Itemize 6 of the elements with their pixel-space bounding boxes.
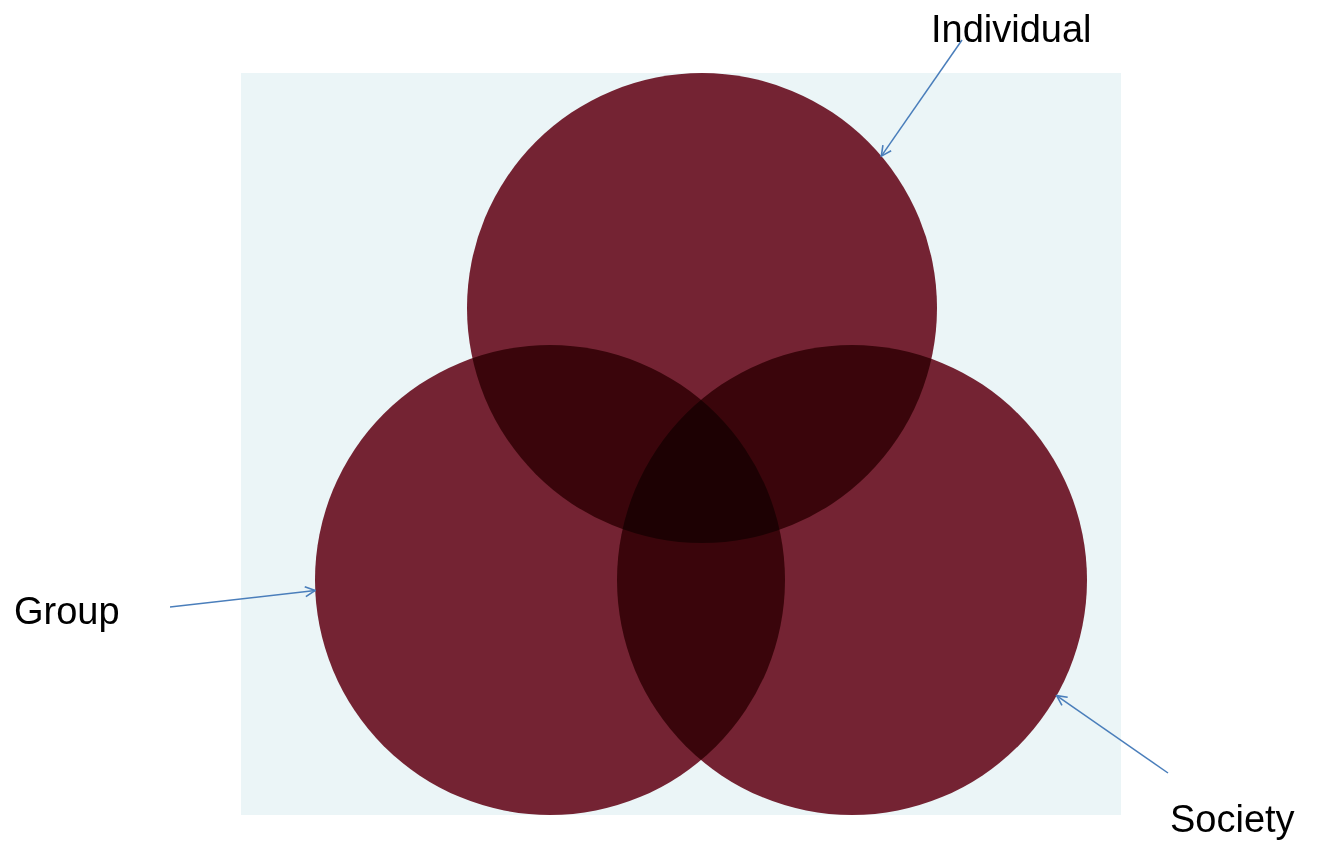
leader-line <box>880 39 963 157</box>
set-label: Individual <box>931 10 1092 48</box>
set-label: Group <box>14 592 120 630</box>
leader-line <box>1055 694 1169 774</box>
leader-line <box>169 585 317 608</box>
set-label: Society <box>1170 800 1295 838</box>
